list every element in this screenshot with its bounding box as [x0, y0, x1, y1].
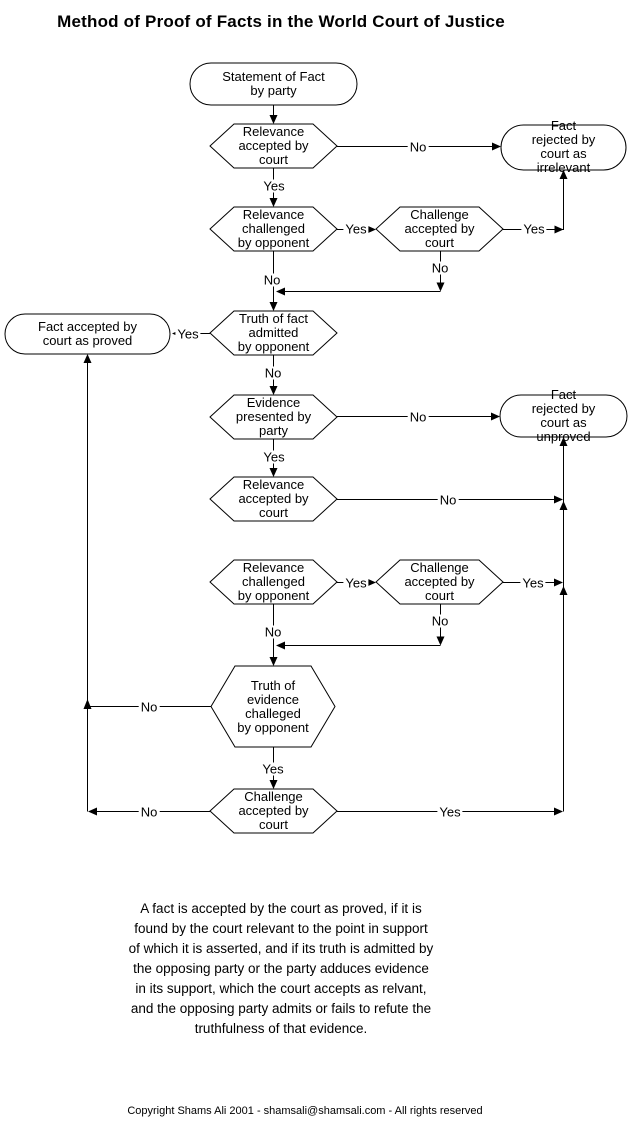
node-truth-of-fact-admitted-by-opponent: Truth of fact admitted by opponent: [237, 311, 310, 354]
edge-label-yes-6: Yes: [343, 575, 369, 590]
node-fact-rejected-as-unproved: Fact rejected by court as unproved: [531, 387, 596, 444]
node-relevance-challenged-by-opponent-1: Relevance challenged by opponent: [237, 207, 310, 250]
node-shape-challenge-accepted-by-court-2: [375, 559, 504, 605]
node-shape-relevance-challenged-by-opponent-1: [209, 206, 338, 252]
summary-paragraph: A fact is accepted by the court as prove…: [128, 901, 434, 1036]
arrowheads: [83, 115, 568, 816]
edge-label-yes-8: Yes: [260, 761, 286, 777]
page-title: Method of Proof of Facts in the World Co…: [57, 12, 505, 31]
node-shape-truth-of-fact-admitted-by-opponent: [209, 310, 338, 356]
node-shape-challenge-accepted-by-court-1: [375, 206, 504, 252]
edge-label-yes-5: Yes: [261, 449, 287, 465]
edge-label-no-10: No: [138, 804, 160, 819]
edge-label-no-3: No: [429, 260, 451, 276]
node-shape-relevance-challenged-by-opponent-2: [209, 559, 338, 605]
edge-label-no-6: No: [437, 492, 459, 507]
node-challenge-accepted-by-court-2: Challenge accepted by court: [404, 560, 475, 603]
node-challenge-accepted-by-court-3: Challenge accepted by court: [238, 789, 309, 832]
node-shape-truth-of-evidence-challenged-by-opponent: [210, 665, 336, 748]
edge-label-yes-4: Yes: [175, 326, 201, 341]
edge-label-no-2: No: [261, 272, 283, 288]
node-shape-relevance-accepted-by-court-2: [209, 476, 338, 522]
edge-label-yes-3: Yes: [521, 221, 547, 237]
node-relevance-challenged-by-opponent-2: Relevance challenged by opponent: [237, 560, 310, 603]
edge-label-no-4: No: [262, 365, 284, 381]
edge-label-yes-2: Yes: [343, 221, 369, 237]
node-statement-of-fact: Statement of Fact by party: [222, 69, 325, 98]
copyright-text: Copyright Shams Ali 2001 - shamsali@sham…: [127, 1105, 483, 1117]
node-fact-rejected-as-irrelevant: Fact rejected by court as irrelevant: [531, 118, 596, 175]
edge-label-no-8: No: [429, 613, 451, 629]
node-shape-challenge-accepted-by-court-3: [209, 788, 338, 834]
edge-label-no-9: No: [138, 699, 160, 714]
node-evidence-presented-by-party: Evidence presented by party: [235, 394, 312, 438]
node-challenge-accepted-by-court-1: Challenge accepted by court: [404, 207, 475, 250]
edge-label-no-1: No: [407, 139, 429, 154]
edge-label-yes-1: Yes: [261, 178, 287, 194]
node-shape-statement-of-fact: [189, 62, 358, 106]
node-shape-evidence-presented-by-party: [209, 394, 338, 440]
edge-label-no-7: No: [262, 624, 284, 640]
node-relevance-accepted-by-court-1: Relevance accepted by court: [238, 124, 309, 167]
node-fact-accepted-as-proved: Fact accepted by court as proved: [38, 319, 137, 348]
node-relevance-accepted-by-court-2: Relevance accepted by court: [238, 477, 309, 520]
edge-label-yes-7: Yes: [520, 575, 546, 590]
node-shape-relevance-accepted-by-court-1: [209, 123, 338, 169]
node-truth-of-evidence-challenged-by-opponent: Truth of evidence challeged by opponent: [237, 677, 309, 735]
edge-label-no-5: No: [407, 409, 429, 424]
edge-label-yes-9: Yes: [437, 804, 463, 819]
